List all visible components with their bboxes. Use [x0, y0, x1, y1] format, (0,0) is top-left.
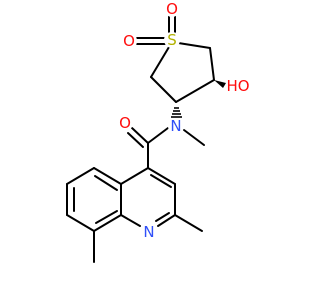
- bond-c8-c8a-inner: [95, 210, 118, 224]
- bond-c3-c4: [175, 79, 215, 103]
- bond-n-methyl: [183, 129, 205, 146]
- bond-c4q-c3q: [147, 167, 176, 185]
- bond-c5-s: [150, 41, 173, 78]
- bond-c4-c5: [150, 76, 177, 103]
- amide-oxygen: O: [117, 114, 133, 132]
- bond-layer: [66, 15, 226, 263]
- quinoline-nitrogen-label: N: [143, 223, 154, 241]
- sulfonyl-oxygen-left-label: O: [123, 32, 135, 50]
- bond-c7-c8: [66, 214, 95, 232]
- sulfonyl-oxygen-top-label: O: [166, 0, 178, 18]
- bond-c-o-amide-b: [127, 132, 144, 148]
- bond-c8-c8a: [93, 214, 122, 232]
- bond-c4a-c4q: [120, 167, 149, 185]
- amide-nitrogen-label: N: [170, 117, 181, 135]
- bond-c2q-n1-inner: [155, 212, 170, 222]
- bond-c5-c6: [66, 167, 95, 185]
- bond-c4a-c5: [93, 167, 122, 185]
- bond-c2q-methyl: [174, 214, 203, 232]
- quinoline-nitrogen: N: [141, 223, 157, 241]
- bond-c2q-n1: [157, 214, 176, 227]
- hydroxyl-label: HO: [226, 77, 249, 95]
- bond-c4-n-hash: [171, 107, 182, 118]
- hydroxyl-group: HO: [226, 77, 250, 95]
- bond-n-carbonyl: [147, 127, 169, 144]
- amide-oxygen-label: O: [119, 114, 131, 132]
- background: [0, 0, 300, 300]
- bond-c4a-c5-inner: [94, 175, 118, 191]
- bond-c2-c3: [209, 47, 215, 81]
- bond-n1-c8a: [120, 214, 141, 227]
- sulfur-atom: S: [164, 31, 180, 49]
- sulfonyl-oxygen-top: O: [164, 0, 180, 18]
- sulfonyl-oxygen-left: O: [121, 32, 137, 50]
- bond-c3-oh-wedge: [214, 80, 226, 88]
- atom-label-layer: S O O HO O N N: [117, 0, 250, 241]
- amide-nitrogen: N: [168, 117, 184, 135]
- sulfur-label: S: [167, 31, 177, 49]
- bond-c-o-amide-a: [131, 127, 149, 144]
- molecule-structure: S O O HO O N N: [0, 0, 300, 300]
- bond-c4q-c3q-inner: [150, 174, 172, 188]
